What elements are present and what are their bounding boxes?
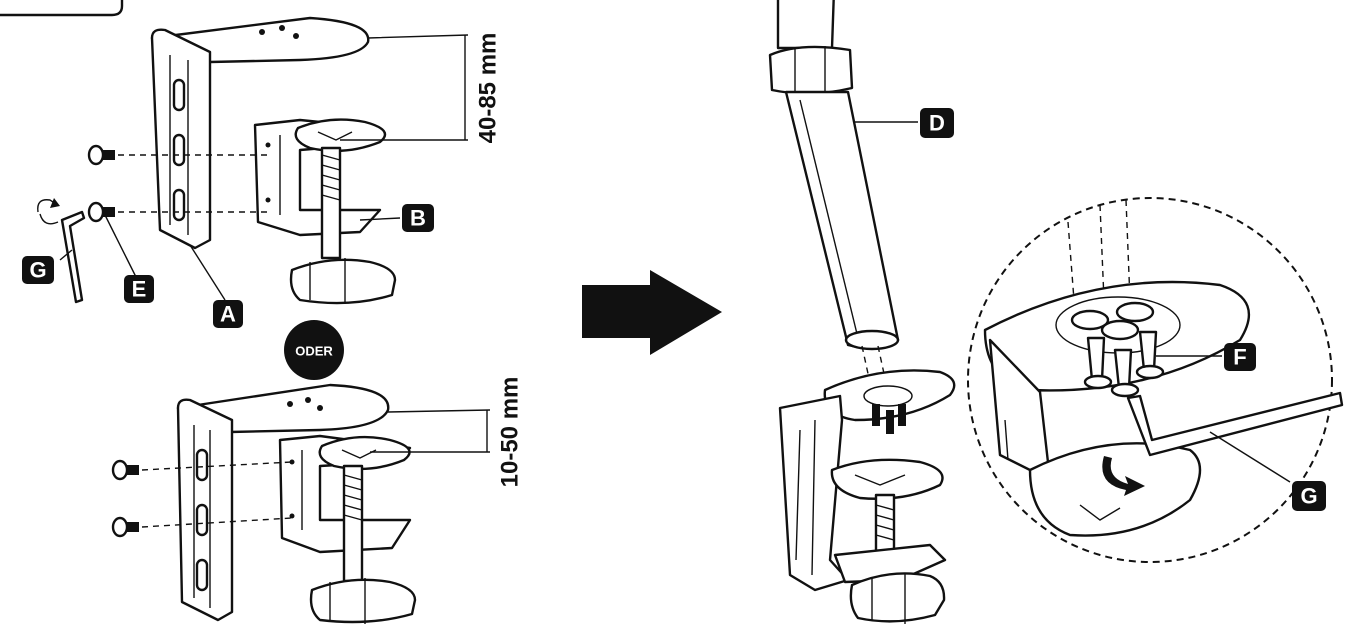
clamp-large [150, 16, 469, 305]
label-e: E [124, 275, 154, 303]
label-g-right: G [1292, 481, 1326, 511]
screw-bottom-upper [111, 459, 293, 481]
svg-text:E: E [132, 277, 147, 302]
step-number-box [0, 0, 124, 17]
label-a: A [213, 300, 243, 328]
svg-text:G: G [1300, 484, 1317, 509]
svg-text:D: D [929, 111, 945, 136]
dimension-bottom-label: 10-50 mm [497, 377, 524, 488]
label-d: D [920, 108, 954, 138]
detail-magnifier [967, 197, 1344, 563]
label-b: B [402, 204, 434, 232]
screw-upper [87, 144, 270, 166]
pole-assembly [768, 0, 956, 624]
screw-lower [87, 201, 270, 223]
svg-text:B: B [410, 206, 426, 231]
dimension-top-label: 40-85 mm [475, 33, 502, 144]
oder-badge [284, 320, 344, 380]
arrow-right-icon [582, 270, 722, 355]
svg-text:G: G [29, 258, 46, 283]
oder-label: ODER [295, 344, 333, 359]
svg-text:F: F [1233, 345, 1246, 370]
screw-bottom-lower [111, 516, 293, 538]
label-g-left: G [22, 256, 54, 284]
svg-text:A: A [220, 302, 236, 327]
clamp-small [176, 383, 491, 624]
allen-key-left [37, 198, 86, 304]
label-f: F [1224, 343, 1256, 371]
